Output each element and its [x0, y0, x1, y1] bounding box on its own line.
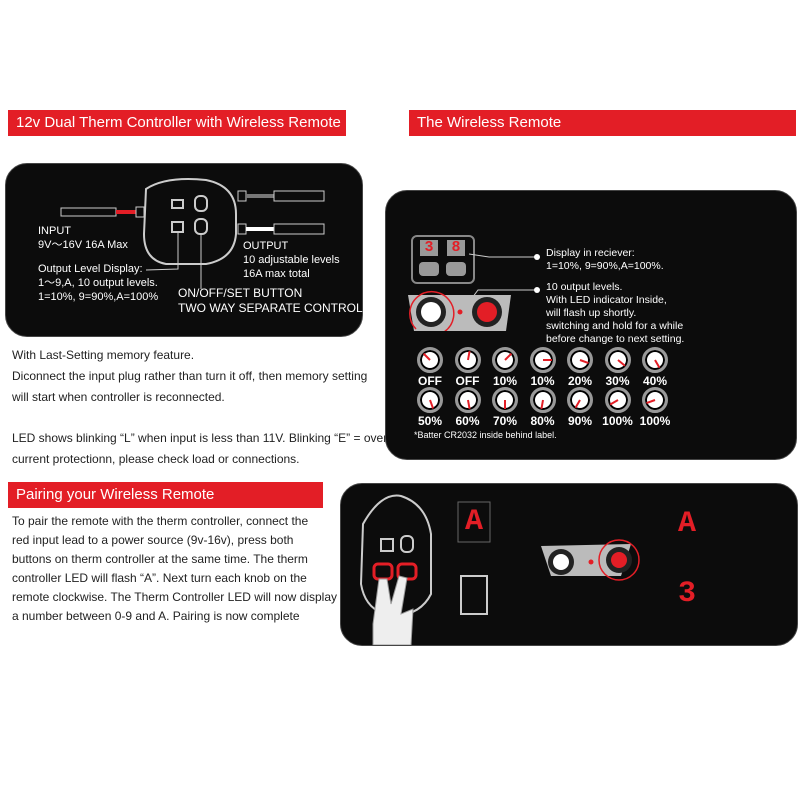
pairing-line: buttons on therm controller at the same …: [12, 552, 308, 566]
knob-level: 40%: [632, 347, 678, 388]
knob-dial-icon: [642, 387, 668, 413]
output-line2: 16A max total: [243, 268, 310, 280]
knob-dial-icon: [642, 347, 668, 373]
display-line2: 1=10%, 9=90%,A=100%: [38, 291, 159, 303]
knob-level-label: 100%: [639, 414, 671, 428]
knob-level: 60%: [445, 387, 491, 428]
levels-note-line: will flash up shortly.: [546, 307, 637, 319]
controller-diagram-panel: INPUT 9V～16V 16A Max Output Level Displa…: [5, 163, 363, 337]
memory-line: will start when controller is reconnecte…: [12, 390, 225, 404]
knob-dial-icon: [492, 347, 518, 373]
knob-dial-icon: [529, 347, 556, 373]
levels-note-line: 10 output levels.: [546, 281, 623, 293]
levels-note-line: before change to next setting.: [546, 333, 685, 345]
knob-level-label: 60%: [455, 414, 480, 428]
pairing-line: red input lead to a power source (9v-16v…: [12, 533, 294, 547]
knob-level: OFF: [407, 347, 453, 388]
knob-level: 100%: [595, 387, 641, 428]
led-line: LED shows blinking “L” when input is les…: [12, 431, 388, 445]
display-note-line: 1=10%, 9=90%,A=100%.: [546, 260, 664, 272]
section-title-remote: The Wireless Remote: [409, 110, 796, 136]
section-title-controller: 12v Dual Therm Controller with Wireless …: [8, 110, 346, 136]
display-label: Output Level Display:: [38, 263, 143, 275]
knob-dial-icon: [417, 387, 443, 413]
knob-level-label: 10%: [492, 374, 518, 388]
knob-level: 10%: [520, 347, 566, 388]
memory-line: Diconnect the input plug rather than tur…: [12, 369, 368, 383]
knob-level-label: 80%: [530, 414, 555, 428]
battery-note: *Batter CR2032 inside behind label.: [414, 430, 557, 440]
knob-dial-icon: [454, 347, 481, 373]
knob-dial-icon: [492, 387, 518, 413]
remote-diagram-panel: 3 8 Display in reciever: 1=10%, 9=90%,A=…: [385, 190, 797, 460]
knob-level: 20%: [557, 347, 603, 388]
knob-level: 70%: [482, 387, 528, 428]
knob-dial-icon: [529, 387, 556, 413]
knob-level-label: 10%: [530, 374, 555, 388]
remote-illustration: [408, 253, 540, 331]
button-line1: ON/OFF/SET BUTTON: [178, 286, 303, 300]
knob-dial-icon: [567, 387, 593, 413]
knob-level-label: 90%: [567, 414, 593, 428]
knob-dial-icon: [604, 387, 631, 413]
knob-level-label: 100%: [602, 414, 633, 428]
controller-illustration: [60, 178, 325, 289]
pairing-illustration: [359, 494, 640, 645]
display-digit: 3: [420, 240, 438, 256]
knob-dial-icon: [567, 347, 593, 373]
pairing-line: controller LED will flash “A”. Next turn…: [12, 571, 307, 585]
pairing-line: To pair the remote with the therm contro…: [12, 514, 309, 528]
controller-led-digit: A: [677, 507, 696, 541]
knob-level: 50%: [407, 387, 453, 428]
controller-led-digit: A: [464, 505, 483, 539]
knob-level-label: 70%: [492, 414, 518, 428]
pairing-line: a number between 0-9 and A. Pairing is n…: [12, 609, 300, 623]
knob-dial-icon: [417, 347, 443, 373]
input-label: INPUT: [38, 225, 71, 237]
controller-led-digit: 3: [677, 577, 696, 611]
knob-level: 90%: [557, 387, 603, 428]
memory-line: With Last-Setting memory feature.: [12, 348, 195, 362]
knob-level: 80%: [520, 387, 566, 428]
knob-level-label: OFF: [455, 374, 480, 388]
section-title-pairing: Pairing your Wireless Remote: [8, 482, 323, 508]
levels-note-line: switching and hold for a while: [546, 320, 684, 332]
knob-level: 10%: [482, 347, 528, 388]
output-line1: 10 adjustable levels: [243, 254, 340, 266]
knob-level: 30%: [595, 347, 641, 388]
display-note-line: Display in reciever:: [546, 247, 635, 259]
button-line2: TWO WAY SEPARATE CONTROL: [178, 301, 363, 315]
knob-level-label: OFF: [418, 374, 442, 388]
input-spec: 9V～16V 16A Max: [38, 239, 128, 251]
display-digit: 8: [447, 240, 465, 256]
pairing-line: remote clockwise. The Therm Controller L…: [12, 590, 338, 604]
output-label: OUTPUT: [243, 240, 289, 252]
receiver-display: 3 8: [411, 235, 475, 284]
display-line1: 1～9,A, 10 output levels.: [38, 277, 158, 289]
pairing-diagram-panel: A A 3: [340, 483, 798, 646]
levels-note-line: With LED indicator Inside,: [546, 294, 667, 306]
knob-dial-icon: [454, 387, 481, 413]
knob-level-label: 30%: [605, 374, 630, 388]
led-line: current protectionn, please check load o…: [12, 452, 300, 466]
knob-level-label: 40%: [642, 374, 668, 388]
knob-level-label: 50%: [417, 414, 443, 428]
knob-level-label: 20%: [567, 374, 593, 388]
knob-dial-icon: [604, 347, 631, 373]
knob-level: 100%: [632, 387, 678, 428]
knob-level: OFF: [445, 347, 491, 388]
